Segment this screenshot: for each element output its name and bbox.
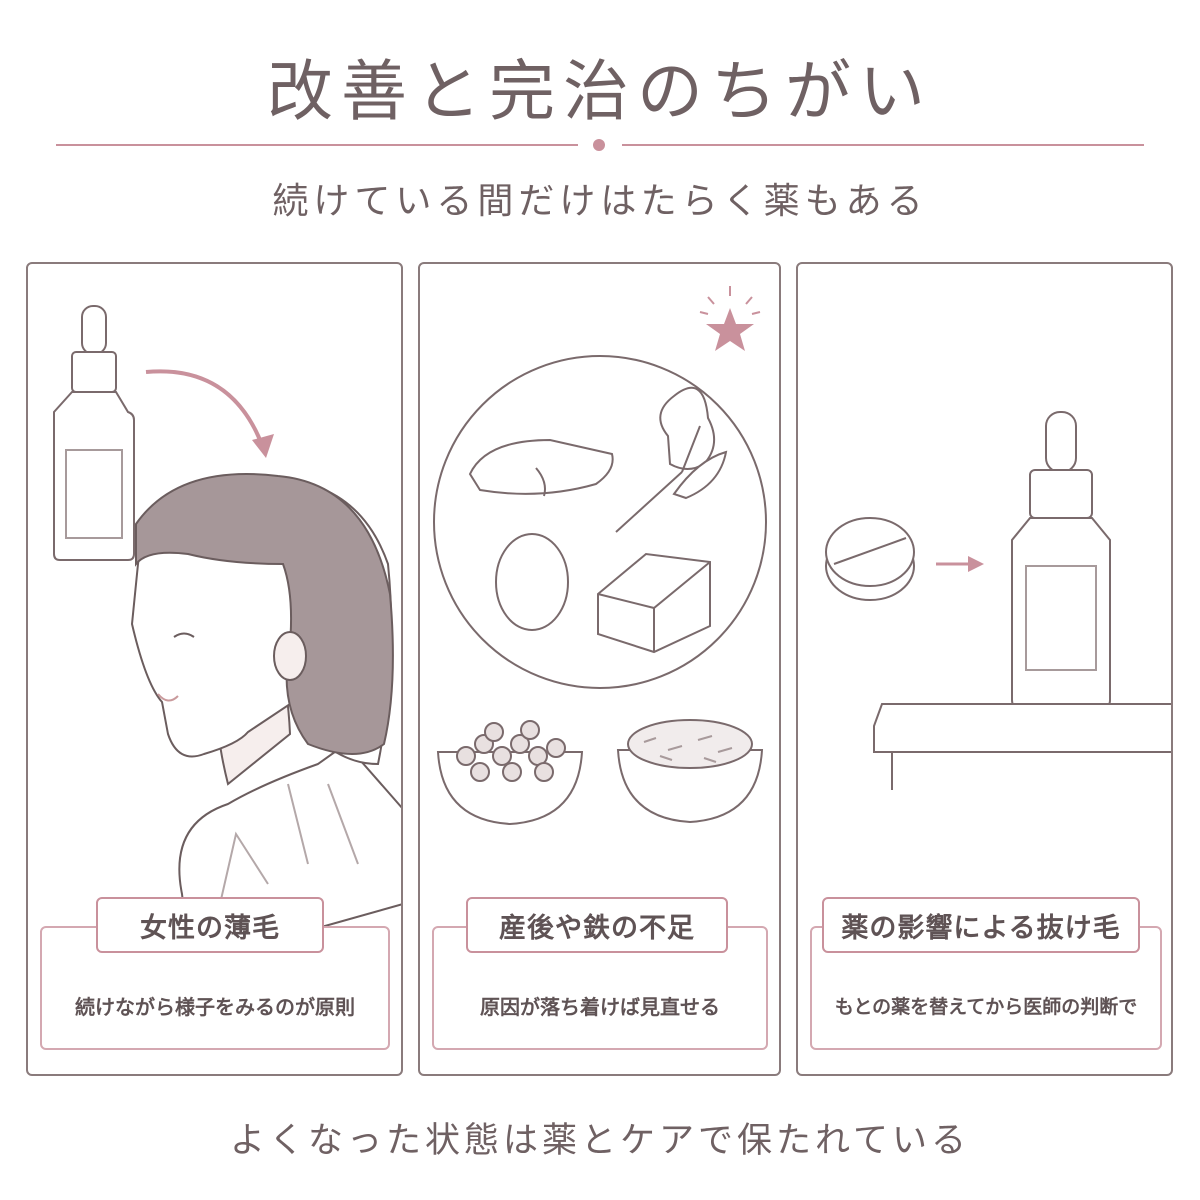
dropper-bottle-icon [1011, 411, 1111, 709]
tofu-icon [597, 552, 711, 654]
curved-arrow-icon [145, 369, 266, 451]
arrow-icon [936, 556, 984, 572]
shelf-icon [873, 703, 1171, 790]
panel-postpartum-iron: 原因が落ち着けば見直せる 産後や鉄の不足 [418, 262, 781, 1076]
title-divider-dot [593, 139, 605, 151]
panel-drug-induced-hair-loss: もとの薬を替えてから医師の判断で 薬の影響による抜け毛 [796, 262, 1173, 1076]
title-divider-right [622, 144, 1144, 146]
woman-profile-icon [130, 473, 401, 966]
grain-bowl-icon [616, 719, 764, 824]
panel-3-label: 薬の影響による抜け毛 [822, 897, 1140, 953]
beans-bowl-icon [436, 720, 584, 826]
footer-caption: よくなった状態は薬とケアで保たれている [230, 1121, 970, 1161]
dropper-bottle-icon [53, 305, 135, 561]
panel-3-illustration [825, 411, 1171, 790]
panel-1-label: 女性の薄毛 [96, 897, 324, 953]
panel-2-label: 産後や鉄の不足 [466, 897, 728, 953]
title-divider-left [56, 144, 578, 146]
food-plate-icon [433, 355, 767, 689]
fish-icon [468, 438, 614, 497]
star-icon [699, 286, 761, 351]
spinach-icon [615, 386, 728, 533]
page-subtitle: 続けている間だけはたらく薬もある [272, 181, 928, 222]
panel-1-illustration [53, 305, 401, 966]
panel-female-hair-loss: 続けながら様子をみるのが原則 女性の薄毛 [26, 262, 403, 1076]
egg-icon [495, 533, 569, 631]
pill-icon [825, 517, 915, 601]
panel-2-illustration [433, 286, 767, 826]
page-title: 改善と完治のちがい [267, 53, 933, 130]
